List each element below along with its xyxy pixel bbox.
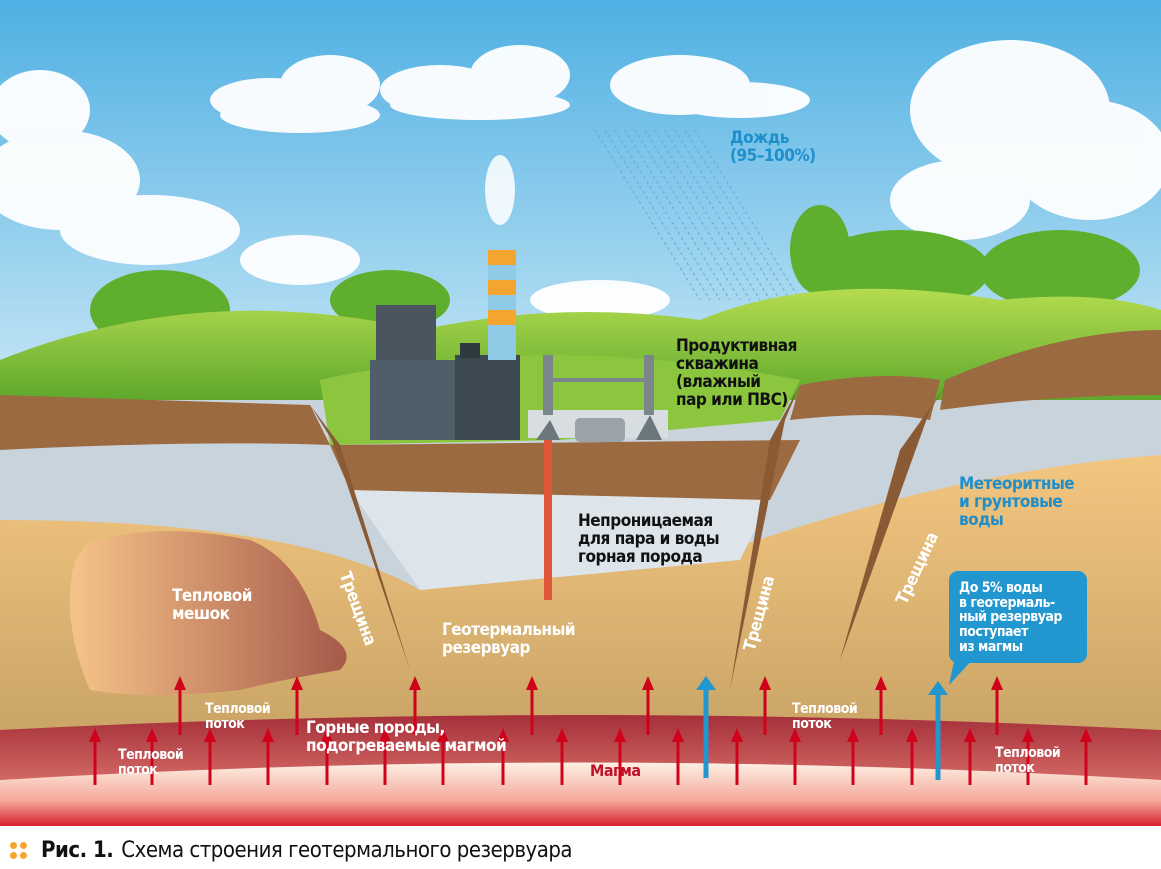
heat-flow-arrow: [174, 676, 186, 735]
heat-flow-arrow: [991, 676, 1003, 735]
geothermal-reservoir-diagram: [0, 0, 1161, 826]
heat-flow-arrow: [731, 728, 743, 785]
caption-number: Рис. 1.: [41, 838, 114, 863]
heat-flow-arrow: [1022, 728, 1034, 785]
magma-label: Магма: [590, 761, 641, 780]
heat-flow-arrow: [379, 728, 391, 785]
power-plant: [370, 155, 520, 440]
magma-water-note: До 5% воды в геотермаль- ный резервуар п…: [959, 580, 1062, 655]
heat-flow-arrow: [672, 728, 684, 785]
figure-caption: Рис. 1. Схема строения геотермального ре…: [10, 838, 573, 863]
magma-layer: [0, 762, 1161, 826]
hills: [0, 288, 1161, 400]
chimney: [488, 250, 516, 360]
magma-water-callout: До 5% воды в геотермаль- ный резервуар п…: [949, 571, 1087, 685]
heat-flow-arrow: [89, 728, 101, 785]
soil-far-right: [940, 330, 1161, 410]
heat-flow-label-4: Тепловой поток: [995, 745, 1061, 776]
soil-center: [330, 440, 800, 500]
heat-flow-label-1: Тепловой поток: [118, 747, 184, 778]
heat-pocket: [70, 531, 347, 695]
heat-flow-arrow: [321, 728, 333, 785]
meteoric-water-label: Метеоритные и грунтовые воды: [959, 474, 1075, 530]
heat-flow-arrow: [875, 676, 887, 735]
heat-flow-arrow: [204, 728, 216, 785]
heat-flow-arrow: [262, 728, 274, 785]
heat-pocket-label: Тепловой мешок: [172, 586, 253, 624]
heated-rocks-label: Горные породы, подогреваемые магмой: [306, 718, 507, 756]
production-well-label: Продуктивная скважина (влажный пар или П…: [676, 336, 797, 410]
heat-flow-arrow: [759, 676, 771, 735]
caption-text: Схема строения геотермального резервуара: [121, 838, 573, 863]
heat-flow-arrow: [556, 728, 568, 785]
soil-right: [790, 376, 940, 420]
heat-flow-arrow: [964, 728, 976, 785]
heat-flow-arrow: [789, 728, 801, 785]
trees: [90, 205, 1140, 350]
heat-flow-label-2: Тепловой поток: [205, 701, 271, 732]
callout-pointer: [949, 657, 975, 685]
magma-water-arrow: [696, 676, 716, 778]
production-well-bore: [544, 440, 552, 600]
magma-water-arrow: [928, 681, 948, 780]
heat-flow-arrow: [146, 728, 158, 785]
soil-top-left: [0, 395, 330, 450]
heat-flow-label-3: Тепловой поток: [792, 701, 858, 732]
geothermal-reservoir-label: Геотермальный резервуар: [442, 620, 576, 658]
heat-flow-arrow: [1080, 728, 1092, 785]
heat-flow-arrow: [526, 676, 538, 735]
impermeable-rock-layer: [350, 490, 770, 590]
clouds: [0, 40, 1161, 320]
heat-flow-arrow: [437, 728, 449, 785]
heat-flow-arrow: [642, 676, 654, 735]
wellheads: [528, 355, 668, 442]
heat-flow-arrow: [409, 676, 421, 735]
heat-flow-arrow: [497, 728, 509, 785]
rain-label: Дождь (95–100%): [730, 128, 816, 166]
heat-flow-arrows: [89, 676, 1092, 785]
heat-flow-arrow: [906, 728, 918, 785]
heat-flow-arrow: [614, 728, 626, 785]
heat-flow-arrow: [847, 728, 859, 785]
heat-flow-arrow: [291, 676, 303, 735]
caption-bullet-icon: [10, 842, 27, 859]
impermeable-rock-label: Непроницаемая для пара и воды горная пор…: [578, 511, 720, 567]
